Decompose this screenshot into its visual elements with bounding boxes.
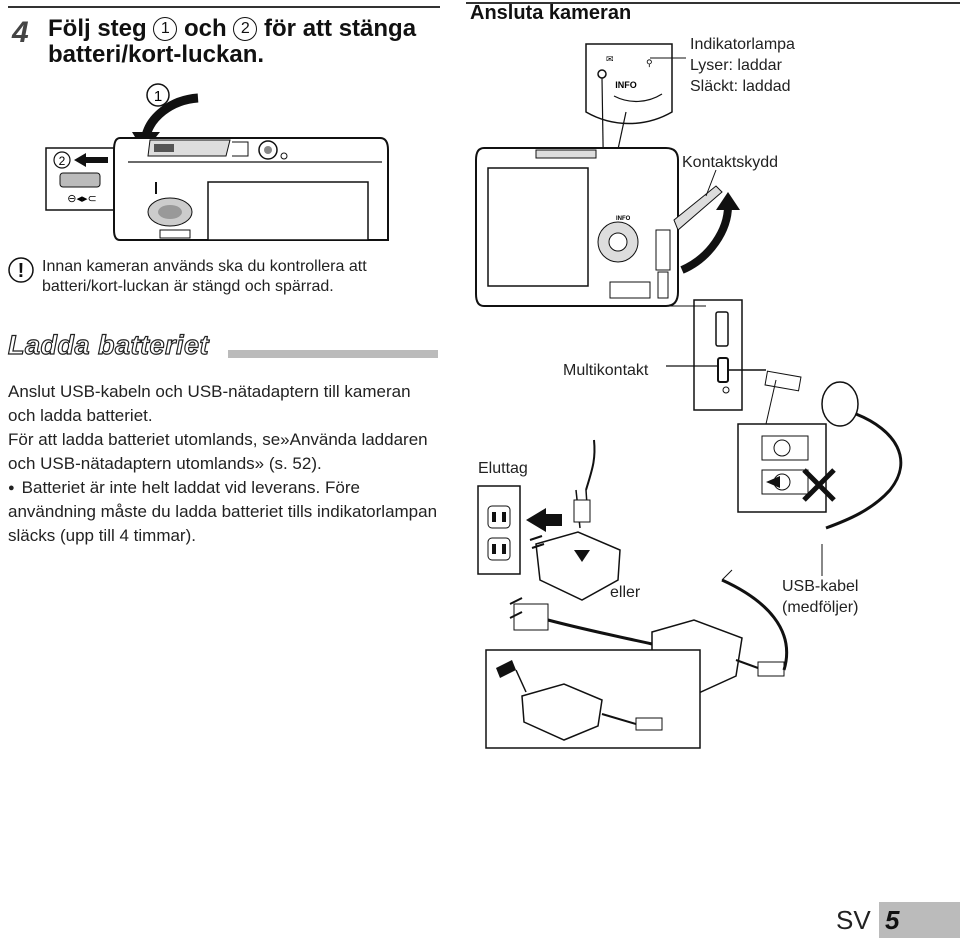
right-header-rule xyxy=(466,2,960,4)
wall-outlet xyxy=(477,485,521,575)
step-number: 4 xyxy=(12,16,29,49)
left-arrow-icon xyxy=(74,153,108,167)
camera-front-screen xyxy=(487,167,589,287)
multi-connector-label: Multikontakt xyxy=(563,362,649,379)
caution-icon: ! xyxy=(8,257,34,283)
page-number: 5 xyxy=(885,905,900,935)
step-instruction: Följ steg 1 och 2 för att stänga batteri… xyxy=(48,15,417,68)
side-port xyxy=(655,229,671,271)
page-number-box xyxy=(879,902,960,938)
ferrite-core xyxy=(821,381,859,427)
camera-back-illustration: 1 2 ⊖◂▸⊂ xyxy=(45,83,389,241)
paragraph-usb: Anslut USB-kabeln och USB-nätadaptern ti… xyxy=(8,382,411,425)
warning-text: Innan kameran används ska du kontrollera… xyxy=(42,258,367,295)
contact-cover xyxy=(673,185,723,231)
section-title-bar xyxy=(228,350,438,358)
usb-cable-label: USB-kabel (medföljer) xyxy=(782,578,859,616)
language-label: SV xyxy=(836,905,871,935)
callout-2-label: 2 xyxy=(59,154,66,168)
search-small-icon: ⚲ xyxy=(646,58,653,68)
indicator-label: Indikatorlampa Lyser: laddar Släckt: lad… xyxy=(690,36,795,95)
info-label: INFO xyxy=(615,80,637,90)
open-arrow-icon xyxy=(680,205,732,274)
right-title: Ansluta kameran xyxy=(470,2,632,24)
header-rule xyxy=(8,6,440,8)
or-label: eller xyxy=(610,584,641,601)
indicator-lamp-icon xyxy=(597,69,607,79)
connection-illustration: ✉ ⚲ INFO INFO xyxy=(475,43,903,749)
door-latch xyxy=(154,144,174,152)
cover-label: Kontaktskydd xyxy=(682,154,779,171)
usb-ac-adapter xyxy=(535,531,621,601)
usb-mini-plug xyxy=(764,370,802,392)
section-title: Ladda batteriet xyxy=(7,329,210,360)
switch-slider xyxy=(59,172,101,188)
curved-arrow-icon xyxy=(141,93,199,138)
lock-symbol-icon: ⊖◂▸⊂ xyxy=(67,193,96,205)
step-circle-1: 1 xyxy=(153,17,178,41)
outlet-label: Eluttag xyxy=(478,460,528,477)
paragraph-abroad: För att ladda batteriet utomlands, se»An… xyxy=(8,430,428,473)
svg-text:INFO: INFO xyxy=(616,216,631,222)
ac-plug xyxy=(513,603,549,631)
plug-in-arrow-icon xyxy=(526,508,562,532)
section-body: Anslut USB-kabeln och USB-nätadaptern ti… xyxy=(8,380,440,548)
camera-screen xyxy=(207,181,369,241)
mail-icon: ✉ xyxy=(606,54,614,64)
indicator-zoom xyxy=(585,43,673,125)
step-circle-2: 2 xyxy=(233,17,258,41)
bullet-battery: Batteriet är inte helt laddat vid levera… xyxy=(8,476,440,548)
callout-2-circle xyxy=(53,151,71,169)
svg-text:!: ! xyxy=(18,260,25,282)
callout-1-label: 1 xyxy=(154,88,162,105)
callout-1-circle xyxy=(146,83,170,107)
wrong-cross-icon xyxy=(802,468,836,502)
usb-cable xyxy=(825,412,903,530)
